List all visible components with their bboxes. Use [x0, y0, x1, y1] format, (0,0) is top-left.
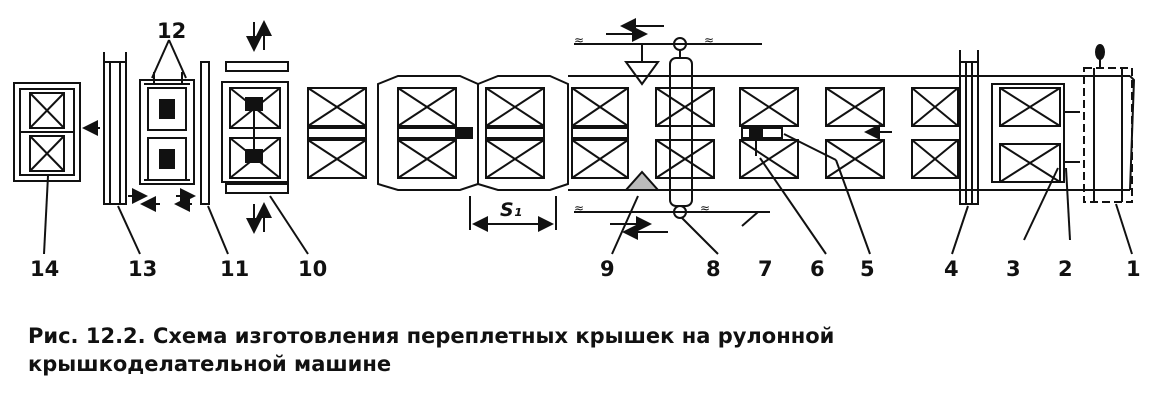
leader-14 [43, 175, 49, 255]
label-13: 13 [128, 257, 157, 281]
label-4: 4 [944, 257, 959, 281]
glue-leader-5 [783, 133, 837, 161]
leader-10 [269, 195, 309, 255]
leader-1 [1115, 203, 1133, 255]
label-5: 5 [860, 257, 875, 281]
leader-6 [759, 157, 827, 255]
carriage-8: ≈ ≈ ≈ ≈ [574, 18, 770, 240]
machine-diagram: ≈ ≈ ≈ ≈ [13, 18, 1141, 281]
press-plate-4 [959, 50, 979, 205]
diagram-svg: ≈ ≈ ≈ ≈ [13, 18, 1141, 281]
label-s1: S₁ [500, 199, 522, 221]
board-leader-3b [1065, 167, 1071, 241]
figure-caption: Рис. 12.2. Схема изготовления переплетны… [28, 322, 1138, 378]
board-feeder-2 [991, 83, 1080, 183]
leader-13 [117, 205, 141, 255]
label-12: 12 [157, 19, 186, 43]
board-leader-3a [1023, 167, 1059, 241]
label-14: 14 [30, 257, 59, 281]
svg-text:≈: ≈ [704, 33, 714, 47]
svg-text:≈: ≈ [574, 33, 584, 47]
pitch-dimension-s1 [469, 196, 557, 232]
label-3: 3 [1006, 257, 1021, 281]
leader-8 [681, 217, 719, 255]
svg-text:≈: ≈ [574, 201, 584, 215]
label-6: 6 [810, 257, 825, 281]
finished-cover-stack [13, 82, 81, 182]
label-1: 1 [1126, 257, 1141, 281]
label-8: 8 [706, 257, 721, 281]
label-10: 10 [298, 257, 327, 281]
svg-text:≈: ≈ [700, 201, 710, 215]
rail-leader-7 [741, 211, 759, 227]
caption-line-1: Рис. 12.2. Схема изготовления переплетны… [28, 324, 835, 348]
label-11: 11 [220, 257, 249, 281]
label-9: 9 [600, 257, 615, 281]
web-covers [307, 75, 959, 191]
label-2: 2 [1058, 257, 1073, 281]
leader-5 [835, 159, 871, 255]
material-roll-1 [1083, 44, 1136, 203]
leader-4 [951, 205, 969, 255]
leader-11 [207, 205, 229, 255]
number-labels: 1 2 3 4 5 6 7 8 9 10 11 12 13 14 S₁ [30, 19, 1141, 281]
spine-strip-6 [741, 125, 783, 156]
press-plate-13 [103, 52, 127, 205]
leader-9 [611, 195, 639, 255]
cutting-rollers-10 [221, 20, 289, 234]
caption-line-2: крышкоделательной машине [28, 352, 392, 376]
label-7: 7 [758, 257, 773, 281]
guide-plate-11 [200, 61, 210, 205]
folding-unit-12 [139, 72, 195, 185]
